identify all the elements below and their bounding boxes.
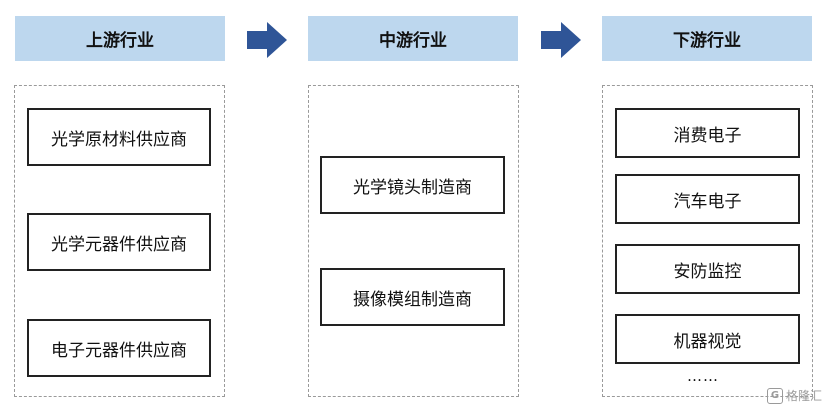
flow-arrow-right-icon [541, 22, 581, 58]
watermark-text: 格隆汇 [785, 389, 822, 403]
node-machine-vision: 机器视觉 [615, 314, 800, 364]
panel-downstream: 消费电子 汽车电子 安防监控 机器视觉 …… [602, 85, 813, 397]
node-optical-component-supplier: 光学元器件供应商 [27, 213, 211, 271]
watermark-logo-icon: G [766, 387, 783, 404]
watermark: G 格隆汇 [766, 387, 822, 404]
node-automotive-electronics: 汽车电子 [615, 174, 800, 224]
node-security-monitoring: 安防监控 [615, 244, 800, 294]
panel-upstream: 光学原材料供应商 光学元器件供应商 电子元器件供应商 [14, 85, 225, 397]
more-ellipsis: …… [687, 367, 719, 385]
node-consumer-electronics: 消费电子 [615, 108, 800, 158]
header-downstream: 下游行业 [602, 16, 812, 61]
node-optical-lens-manufacturer: 光学镜头制造商 [320, 156, 505, 214]
header-midstream: 中游行业 [308, 16, 518, 61]
node-electronic-component-supplier: 电子元器件供应商 [27, 319, 211, 377]
header-upstream: 上游行业 [15, 16, 225, 61]
flow-arrow-right-icon [247, 22, 287, 58]
panel-midstream: 光学镜头制造商 摄像模组制造商 [308, 85, 519, 397]
node-camera-module-manufacturer: 摄像模组制造商 [320, 268, 505, 326]
node-optical-raw-material-supplier: 光学原材料供应商 [27, 108, 211, 166]
